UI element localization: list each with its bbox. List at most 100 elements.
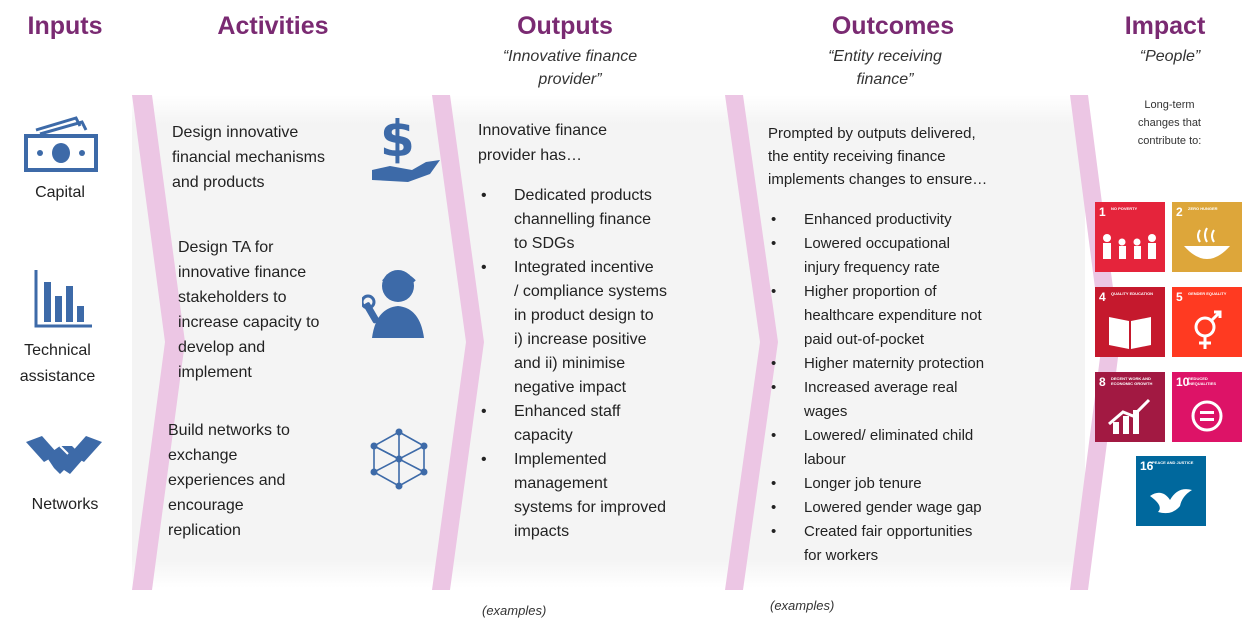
network-icon bbox=[370, 428, 428, 490]
activity-line: exchange bbox=[168, 447, 238, 464]
outcomes-intro-line: the entity receiving finance bbox=[768, 148, 946, 165]
handshake-icon bbox=[26, 436, 102, 474]
sdg-number: 1 bbox=[1099, 205, 1106, 219]
impact-subtitle: “People” bbox=[1139, 48, 1201, 65]
list-item-line: labour bbox=[804, 451, 846, 468]
list-item-line: wages bbox=[804, 403, 848, 420]
sdg-4-tile: 4 Quality education bbox=[1095, 287, 1165, 357]
header-outcomes: Outcomes bbox=[831, 12, 955, 40]
list-item: Integrated incentive / compliance system… bbox=[478, 256, 718, 400]
list-item-line: Lowered gender wage gap bbox=[804, 499, 982, 516]
header-activities: Activities bbox=[217, 12, 329, 40]
list-item-line: in product design to bbox=[514, 307, 654, 324]
input-label-line: Technical bbox=[24, 342, 91, 359]
outcomes-intro: Prompted by outputs delivered, the entit… bbox=[768, 122, 1068, 191]
sdg-number: 5 bbox=[1176, 290, 1183, 304]
outcomes-subtitle-line: finance” bbox=[856, 71, 914, 88]
list-item-line: management bbox=[514, 475, 608, 492]
sdg-label: No poverty bbox=[1111, 206, 1138, 211]
list-item-line: Implemented bbox=[514, 451, 607, 468]
sdg-16-tile: 16 Peace and justice bbox=[1136, 456, 1206, 526]
outputs-list: Dedicated products channelling finance t… bbox=[478, 184, 718, 544]
list-item: Lowered/ eliminated child labour bbox=[768, 424, 1068, 472]
header-inputs: Inputs bbox=[27, 12, 103, 40]
header-outputs: Outputs bbox=[517, 12, 613, 40]
list-item-line: Longer job tenure bbox=[804, 475, 922, 492]
sdg-number: 16 bbox=[1140, 459, 1154, 473]
list-item-line: Increased average real bbox=[804, 379, 958, 396]
family-icon bbox=[1103, 234, 1156, 259]
list-item-line: i) increase positive bbox=[514, 331, 647, 348]
list-item: Higher maternity protection bbox=[768, 352, 1068, 376]
activity-line: Design TA for bbox=[178, 239, 274, 256]
bowl-icon bbox=[1184, 227, 1230, 259]
sdg-8-tile: 8 Decent work and economic growth bbox=[1095, 372, 1165, 442]
outputs-intro: Innovative finance provider has… bbox=[478, 118, 708, 168]
list-item-line: Lowered occupational bbox=[804, 235, 950, 252]
list-item: Enhanced productivity bbox=[768, 208, 1068, 232]
list-item-line: Integrated incentive bbox=[514, 259, 654, 276]
list-item-line: capacity bbox=[514, 427, 573, 444]
activity-line: and products bbox=[172, 174, 265, 191]
input-label-networks: Networks bbox=[31, 496, 99, 513]
activity-line: implement bbox=[178, 364, 252, 381]
sdg-number: 10 bbox=[1176, 375, 1190, 389]
support-person-icon bbox=[362, 270, 424, 338]
activity-line: Build networks to bbox=[168, 422, 290, 439]
impact-description: Long-term changes that contribute to: bbox=[1112, 96, 1227, 150]
sdg-label: Decent work and economic growth bbox=[1111, 376, 1153, 386]
outputs-subtitle: “Innovative finance provider” bbox=[455, 45, 685, 91]
list-item-line: healthcare expenditure not bbox=[804, 307, 982, 324]
activity-line: replication bbox=[168, 522, 241, 539]
outcomes-subtitle-line: “Entity receiving bbox=[828, 48, 942, 65]
list-item: Enhanced staff capacity bbox=[478, 400, 718, 448]
input-label-technical-assistance: Technical assistance bbox=[0, 338, 115, 390]
list-item-line: Enhanced staff bbox=[514, 403, 621, 420]
sdg-label: Reduced inequalities bbox=[1188, 376, 1217, 386]
outputs-intro-line: Innovative finance bbox=[478, 122, 607, 139]
sdg-5-tile: 5 Gender equality bbox=[1172, 287, 1242, 357]
list-item-line: paid out-of-pocket bbox=[804, 331, 925, 348]
outputs-subtitle-line: provider” bbox=[538, 71, 602, 88]
outputs-subtitle-line: “Innovative finance bbox=[502, 48, 638, 65]
list-item-line: to SDGs bbox=[514, 235, 575, 252]
list-item-line: impacts bbox=[514, 523, 570, 540]
sdg-label: Gender equality bbox=[1188, 291, 1227, 296]
list-item-line: for workers bbox=[804, 547, 879, 564]
money-icon bbox=[24, 116, 98, 172]
list-item-line: Higher proportion of bbox=[804, 283, 937, 300]
growth-icon bbox=[1108, 398, 1151, 434]
svg-text:$: $ bbox=[380, 110, 415, 168]
list-item-line: Lowered/ eliminated child bbox=[804, 427, 974, 444]
activity-design-ta: Design TA for innovative finance stakeho… bbox=[178, 235, 378, 385]
impact-description-line: Long-term bbox=[1144, 99, 1195, 111]
outcomes-intro-line: Prompted by outputs delivered, bbox=[768, 125, 976, 142]
gender-icon bbox=[1194, 310, 1222, 349]
list-item-line: channelling finance bbox=[514, 211, 651, 228]
book-icon bbox=[1109, 317, 1151, 349]
list-item: Dedicated products channelling finance t… bbox=[478, 184, 718, 256]
chevron-arrow-2 bbox=[432, 95, 484, 590]
chevron-arrow-1 bbox=[132, 95, 185, 590]
impact-description-line: contribute to: bbox=[1137, 135, 1202, 147]
list-item: Higher proportion of healthcare expendit… bbox=[768, 280, 1068, 352]
outcomes-subtitle: “Entity receiving finance” bbox=[770, 45, 1000, 91]
list-item-line: Dedicated products bbox=[514, 187, 652, 204]
sdg-label: Quality education bbox=[1111, 291, 1154, 296]
sdg-10-tile: 10 Reduced inequalities bbox=[1172, 372, 1242, 442]
input-label-capital: Capital bbox=[35, 184, 85, 201]
equality-icon bbox=[1191, 400, 1223, 432]
activity-line: develop and bbox=[178, 339, 266, 356]
activity-line: encourage bbox=[168, 497, 244, 514]
sdg-number: 2 bbox=[1176, 205, 1183, 219]
bar-chart-icon bbox=[34, 270, 92, 328]
list-item-line: Created fair opportunities bbox=[804, 523, 973, 540]
activity-line: financial mechanisms bbox=[172, 149, 325, 166]
list-item-line: systems for improved bbox=[514, 499, 667, 516]
list-item: Longer job tenure bbox=[768, 472, 1068, 496]
outcomes-examples-note: (examples) bbox=[770, 598, 835, 613]
list-item: Lowered gender wage gap bbox=[768, 496, 1068, 520]
activity-build-networks: Build networks to exchange experiences a… bbox=[168, 418, 368, 543]
list-item: Created fair opportunities for workers bbox=[768, 520, 1068, 568]
impact-description-line: changes that bbox=[1138, 117, 1201, 129]
